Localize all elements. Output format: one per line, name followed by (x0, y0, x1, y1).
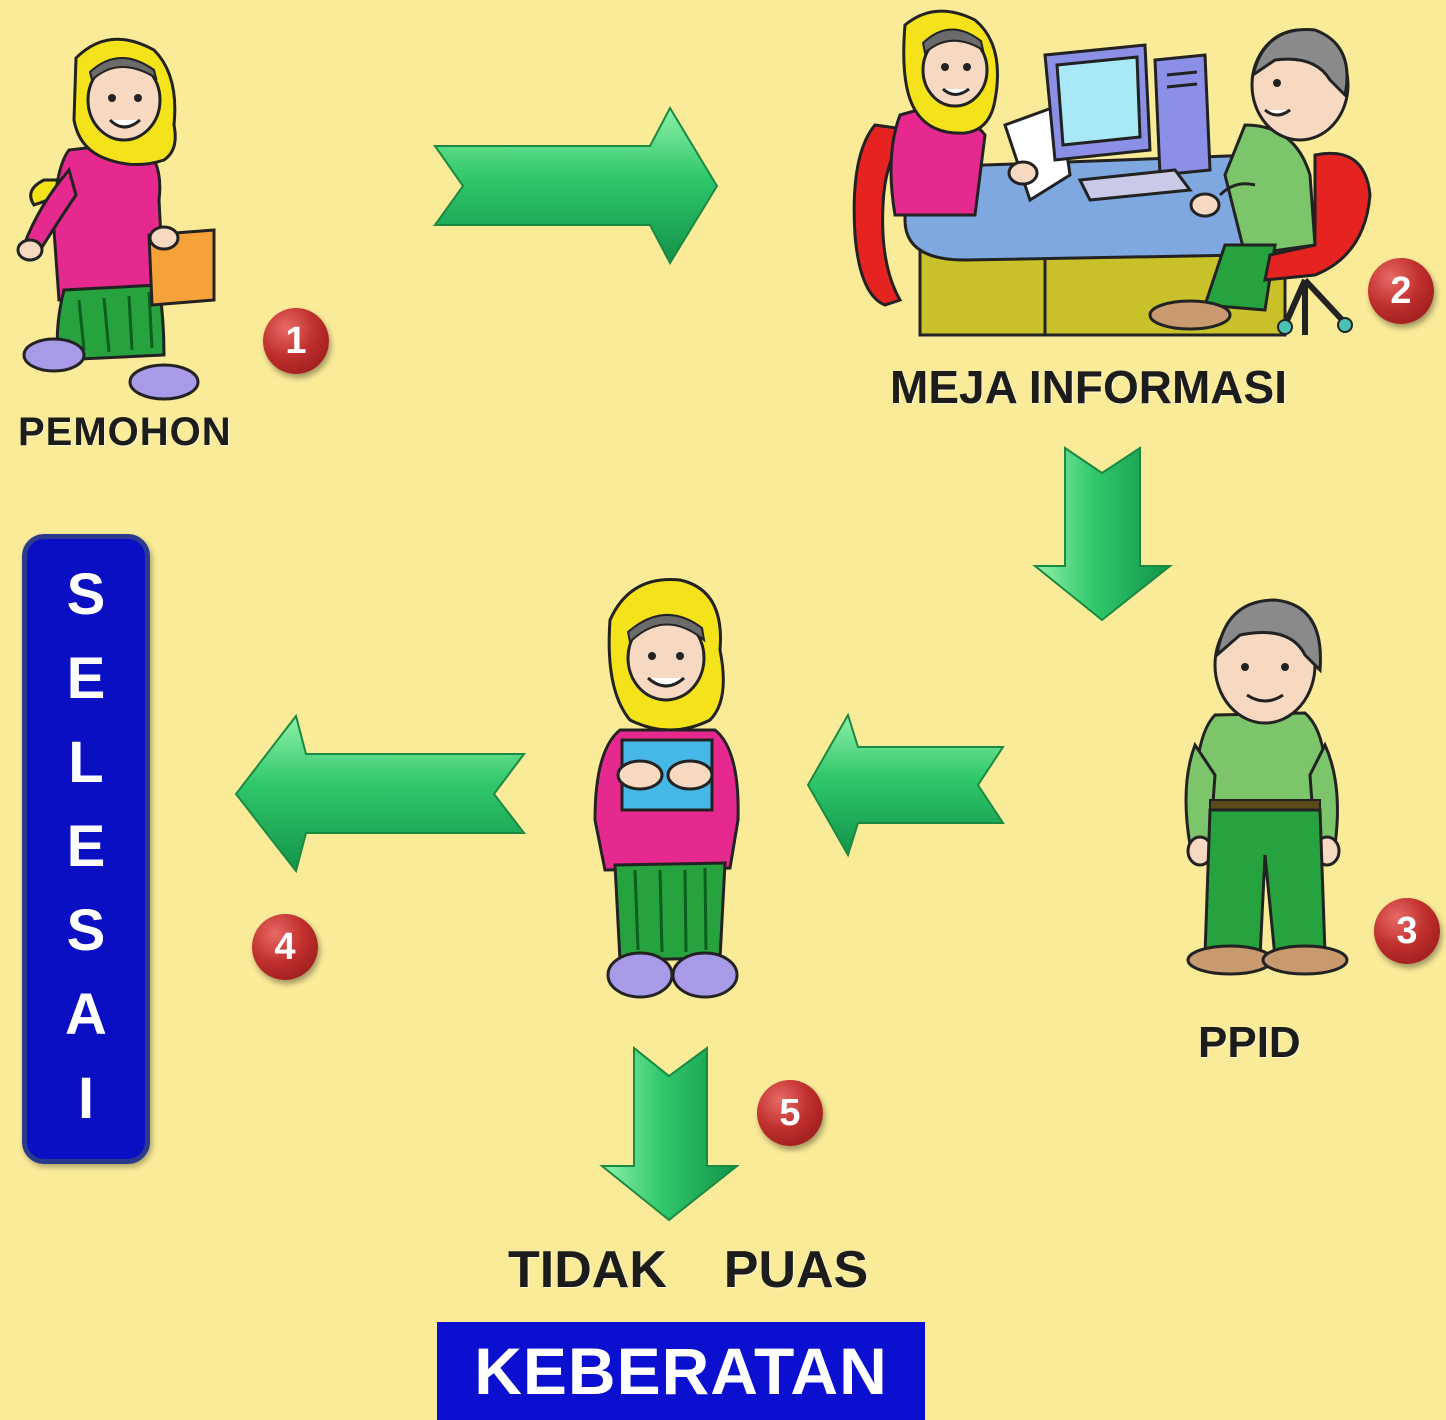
label-ppid: PPID (1198, 1018, 1301, 1067)
step-badge-1: 1 (263, 308, 329, 374)
label-meja-informasi: MEJA INFORMASI (890, 361, 1287, 413)
green-arrow-icon (1032, 446, 1173, 622)
step-badge-5: 5 (757, 1080, 823, 1146)
step-badge-4: 4 (252, 914, 318, 980)
green-arrow-icon (234, 713, 527, 874)
green-arrow-icon (599, 1045, 740, 1222)
selesai-letter: L (68, 730, 104, 795)
green-arrow-icon (433, 105, 719, 266)
selesai-letter: I (77, 1066, 95, 1131)
pemohon-woman-icon (16, 37, 216, 401)
ppid-officer-icon (1184, 598, 1349, 976)
label-tidak-puas: TIDAK PUAS (508, 1241, 869, 1299)
keberatan-box: KEBERATAN (437, 1322, 925, 1420)
selesai-letter: E (66, 814, 106, 879)
satisfied-woman-icon (593, 578, 740, 999)
step-badge-2: 2 (1368, 258, 1434, 324)
green-arrow-icon (806, 712, 1005, 858)
selesai-box: S E L E S A I (22, 534, 150, 1164)
info-desk-computer-icon (852, 9, 1372, 337)
selesai-letter: E (66, 646, 106, 711)
selesai-letter: S (66, 562, 106, 627)
selesai-letter: S (66, 898, 106, 963)
selesai-letter: A (65, 982, 107, 1047)
step-badge-3: 3 (1374, 898, 1440, 964)
label-pemohon: PEMOHON (18, 410, 232, 454)
keberatan-label: KEBERATAN (474, 1334, 888, 1408)
